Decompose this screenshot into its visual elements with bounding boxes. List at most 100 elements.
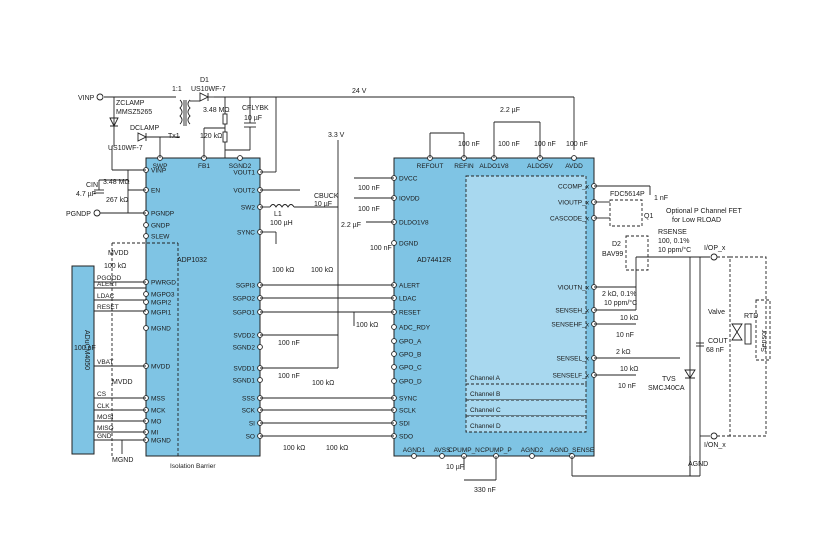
l1-label: L1 (274, 211, 282, 218)
channel-c-label: Channel C (470, 407, 501, 414)
ad-left-pin-label-alert-4: ALERT (399, 282, 420, 289)
adp-left-pin-mgpi1-8 (143, 309, 149, 315)
ad-left-pin-label-reset-6: RESET (399, 309, 421, 316)
adp-top-pin-label-sgnd2-2: SGND2 (229, 163, 252, 170)
d1-label: D1 (200, 77, 209, 84)
cflyb-label: CFLYBK (242, 105, 269, 112)
valve-label: Valve (708, 309, 725, 316)
mcu-pin-label-ldac: LDAC (97, 293, 115, 300)
zclamp-part-label: MMSZ5265 (116, 109, 152, 116)
mcu-pin-label-clk: CLK (97, 403, 110, 410)
adp-left-pin-label-mvdd-10: MVDD (151, 363, 170, 370)
adp-right-pin-label-sck-12: SCK (242, 407, 256, 414)
ad-right-pin-label-sensehf-x-5: SENSEHF_x (551, 321, 589, 328)
sensor-label: Sensor (761, 329, 768, 352)
c1nf-label: 1 nF (654, 195, 668, 202)
r120-resistor (222, 131, 228, 143)
q1-fet-box (609, 199, 643, 227)
mcu-pin-label-pgood: PGOOD (97, 275, 122, 282)
r348-en-label: 3.48 MΩ (103, 179, 130, 186)
adp-right-pin-sgnd2-8 (257, 344, 263, 350)
q1-label: Q1 (644, 213, 653, 220)
ad-bottom-pin-agnd1-0 (411, 453, 417, 459)
channel-d-label: Channel D (470, 423, 501, 430)
r10k-a-label: 10 kΩ (620, 315, 638, 322)
r120-label: 120 kΩ (200, 133, 222, 140)
c100nf-avdd-label: 100 nF (566, 141, 588, 148)
r100k-mcu-label: 100 kΩ (104, 263, 126, 270)
c100nf-mcu-label: 100 nF (74, 345, 96, 352)
ad-left-pin-label-gpo-b-9: GPO_B (399, 351, 421, 358)
ad-bottom-pin-label-agnd-sense-5: AGND_SENSE (550, 447, 595, 454)
r100k-a-label: 100 kΩ (272, 267, 294, 274)
tvs-part-label: SMCJ40CA (648, 385, 685, 392)
rsense-label: RSENSE (658, 229, 687, 236)
mcu-pin-label-miso: MISO (97, 425, 114, 432)
r267-label: 267 kΩ (106, 197, 128, 204)
fdc5614p-label: FDC5614P (610, 191, 645, 198)
ad-top-pin-label-refout-0: REFOUT (417, 163, 444, 170)
iop-label: I/OP_x (704, 245, 726, 252)
r10k-b-label: 10 kΩ (620, 366, 638, 373)
adp-right-pin-sgnd1-10 (257, 377, 263, 383)
cin-value-label: 4.7 µF (76, 191, 96, 198)
ad-top-pin-label-aldo1v8-2: ALDO1V8 (479, 163, 509, 170)
r100k-c-label: 100 kΩ (356, 322, 378, 329)
channel-d-region (465, 415, 587, 433)
adp-left-pin-slew-4 (143, 233, 149, 239)
sensor-box (755, 299, 771, 361)
adp-top-pin-sgnd2-2 (237, 155, 243, 161)
mcu-pin-label-reset: RESET (97, 304, 119, 311)
mcu-pin-label-alert: ALERT (97, 281, 118, 288)
adp-right-pin-label-sw2-2: SW2 (241, 204, 255, 211)
ad-bottom-pin-label-avss-1: AVSS (434, 447, 452, 454)
ad-right-pin-label-vioutp-x-1: VIOUTP_x (558, 199, 590, 206)
ad-left-pin-label-dgnd-3: DGND (399, 240, 418, 247)
ratio-label: 1:1 (172, 86, 182, 93)
ad-right-pin-label-ccomp-x-0: CCOMP_x (558, 183, 590, 190)
c10nf-b-label: 10 nF (618, 383, 636, 390)
c10uf-bottom-label: 10 µF (446, 464, 464, 471)
adp-right-pin-label-svdd2-7: SVDD2 (233, 332, 255, 339)
dclamp-label: DCLAMP (130, 125, 160, 132)
c100nf-ref-label: 100 nF (458, 141, 480, 148)
tvs-label: TVS (662, 376, 676, 383)
adp1032-name: ADP1032 (177, 257, 207, 264)
c100nf-dvcc-label: 100 nF (358, 185, 380, 192)
mcu-pin-label-mosi: MOSI (97, 414, 114, 421)
mvdd-top-label: MVDD (108, 250, 129, 257)
ad-right-pin-label-vioutn-x-3: VIOUTN_x (558, 284, 590, 291)
adp-left-pin-label-mss-11: MSS (151, 395, 166, 402)
ad-right-pin-label-senself-x-7: SENSELF_x (553, 372, 590, 379)
l1-value-label: 100 µH (270, 220, 293, 227)
ad-left-pin-label-gpo-d-11: GPO_D (399, 378, 422, 385)
pgndp-label: PGNDP (66, 211, 91, 218)
r348-top-resistor (222, 113, 228, 125)
ad-left-pin-gpo-d-11 (391, 378, 397, 384)
adp-right-pin-label-sync-3: SYNC (237, 229, 255, 236)
agnd-label: AGND (688, 461, 708, 468)
vinp-label: VINP (78, 95, 95, 102)
adp-left-pin-label-mgpo3-6: MGPO3 (151, 291, 175, 298)
adp-left-pin-label-slew-4: SLEW (151, 233, 170, 240)
ad74412r-name: AD74412R (417, 257, 451, 264)
r2k-label: 2 kΩ, 0.1% (602, 291, 636, 298)
ad-left-pin-label-gpo-c-10: GPO_C (399, 364, 422, 371)
r100k-e-label: 100 kΩ (283, 445, 305, 452)
c100nf-aldo5-label: 100 nF (534, 141, 556, 148)
adp-right-pin-label-sgpo2-5: SGPO2 (233, 295, 256, 302)
zclamp-label: ZCLAMP (116, 100, 145, 107)
adp-right-pin-label-sgnd2-8: SGND2 (233, 344, 256, 351)
rsense-value-label: 100, 0.1% (658, 238, 690, 245)
adp-top-pin-label-fb1-1: FB1 (198, 163, 210, 170)
c330nf-label: 330 nF (474, 487, 496, 494)
ad-left-pin-gpo-b-9 (391, 351, 397, 357)
c100nf-iovdd-label: 100 nF (358, 206, 380, 213)
cflyb-value-label: 10 µF (244, 115, 262, 122)
adp-right-pin-label-vout2-1: VOUT2 (233, 187, 255, 194)
channel-a-region (465, 175, 587, 385)
ad-left-pin-label-sync-12: SYNC (399, 395, 417, 402)
d1-diode-icon (199, 92, 210, 102)
